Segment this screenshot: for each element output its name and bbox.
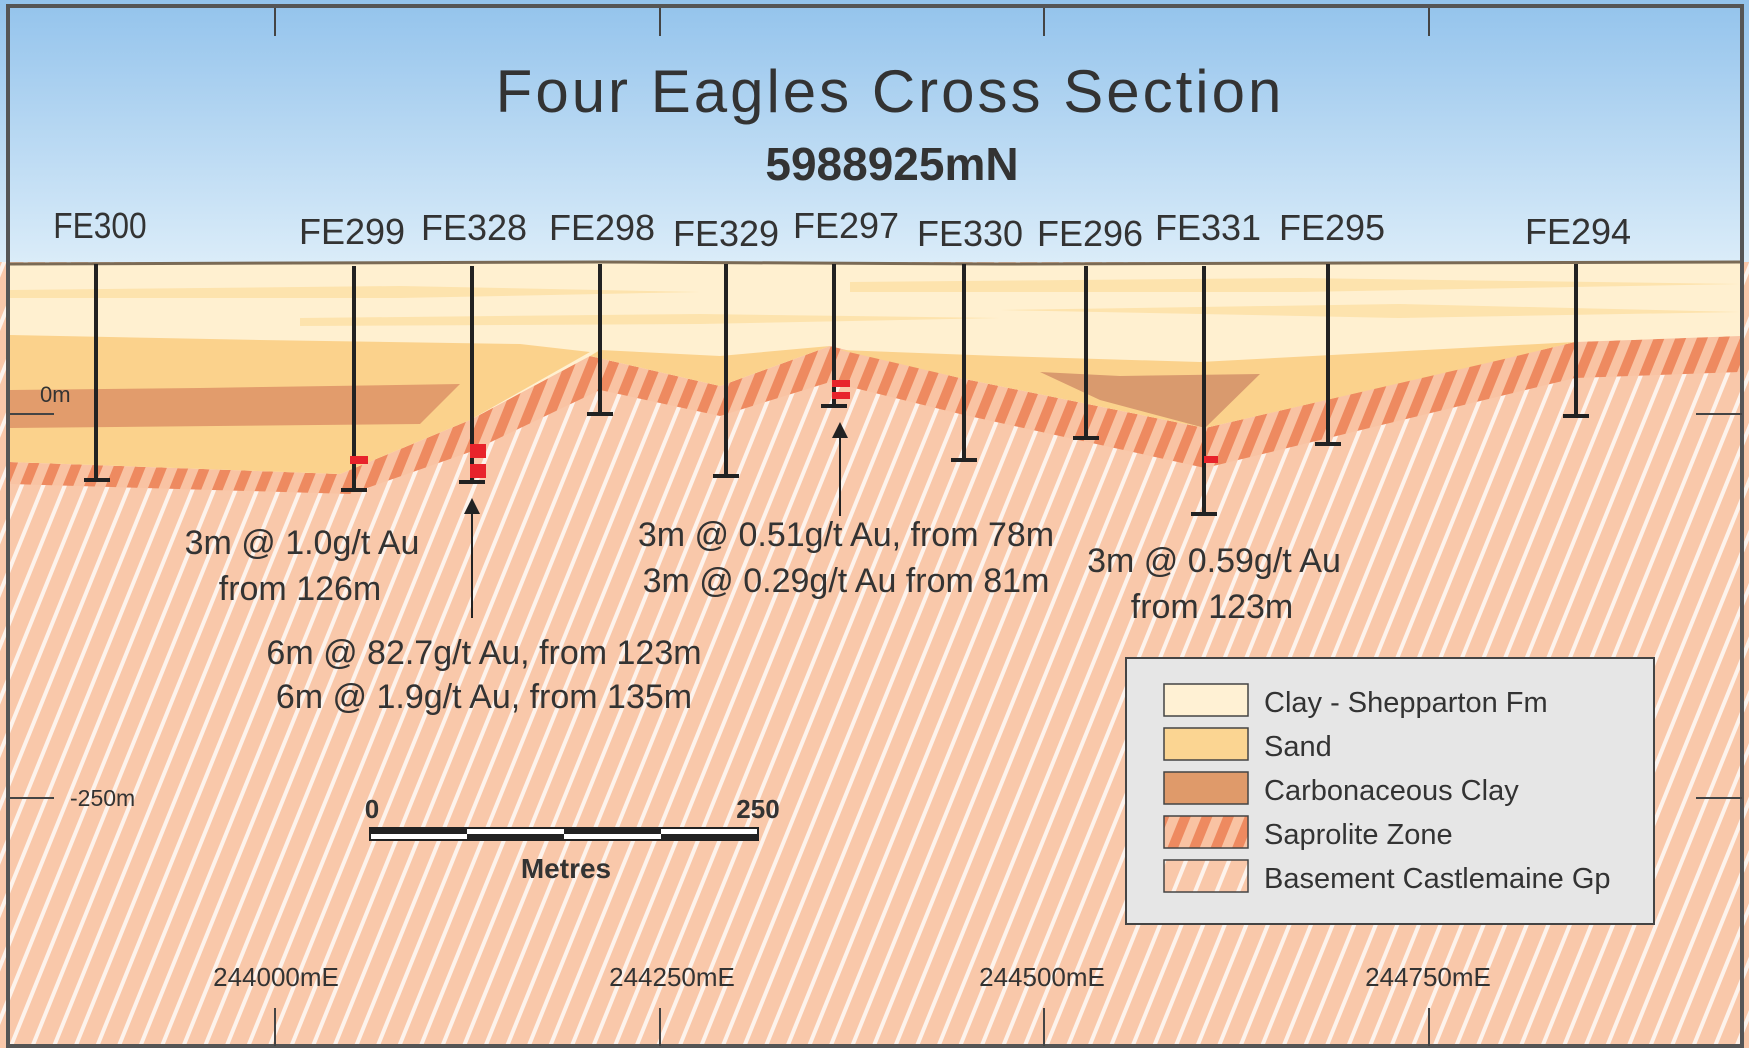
assay-annotation-fe328-line1: 6m @ 82.7g/t Au, from 123m	[266, 634, 701, 672]
diagram-subtitle: 5988925mN	[765, 138, 1018, 190]
gold-intercept-marker	[470, 464, 486, 478]
elevation-label-0m: 0m	[40, 382, 71, 407]
ground-surface	[9, 260, 1741, 266]
sand-streak	[850, 278, 1740, 292]
drill-hole-fe298: FE298	[549, 207, 655, 416]
sky-background	[0, 0, 1749, 268]
easting-label: 244750mE	[1365, 962, 1491, 992]
legend-swatch-saprolite	[1163, 815, 1249, 849]
carbonaceous-clay-layer	[10, 384, 460, 428]
assay-annotation-fe328-line2: 6m @ 1.9g/t Au, from 135m	[276, 678, 692, 716]
drill-hole-fe331: FE331	[1155, 207, 1261, 516]
easting-label: 244500mE	[979, 962, 1105, 992]
annotation-arrow	[832, 422, 848, 516]
drill-hole-fe330: FE330	[917, 213, 1023, 462]
hole-label: FE299	[299, 211, 405, 252]
legend-label-clay: Clay - Shepparton Fm	[1264, 687, 1548, 719]
drill-hole-fe300: FE300	[53, 206, 147, 482]
legend-swatch-sand	[1163, 727, 1249, 761]
assay-annotation-fe297-line1: 3m @ 0.51g/t Au, from 78m	[638, 516, 1054, 554]
scale-bar-end-label: 250	[736, 794, 779, 824]
assay-annotation-fe299-line1: 3m @ 1.0g/t Au	[185, 524, 420, 562]
elevation-label-minus-250m: -250m	[70, 785, 135, 811]
diagram-title: Four Eagles Cross Section	[496, 58, 1285, 125]
hole-label: FE297	[793, 205, 899, 246]
sand-streak	[300, 314, 1000, 326]
gold-intercept-marker	[470, 444, 486, 458]
diagram-frame	[6, 4, 1744, 1048]
easting-ticks	[10, 8, 1742, 1046]
hole-label: FE330	[917, 213, 1023, 254]
hole-label: FE331	[1155, 207, 1261, 248]
drill-hole-fe294: FE294	[1525, 211, 1631, 418]
legend-label-basement: Basement Castlemaine Gp	[1264, 863, 1611, 895]
drill-hole-fe296: FE296	[1037, 213, 1143, 440]
easting-label: 244000mE	[213, 962, 339, 992]
hole-label: FE296	[1037, 213, 1143, 254]
sand-lens	[590, 346, 880, 386]
assay-annotation-fe299-line2: from 126m	[219, 570, 382, 608]
drill-hole-fe329: FE329	[673, 213, 779, 478]
sand-streak	[1000, 304, 1740, 318]
legend-label-sand: Sand	[1264, 731, 1332, 763]
hole-label: FE300	[53, 206, 146, 246]
gold-intercept-marker	[1204, 456, 1218, 463]
legend-swatch-clay	[1163, 683, 1249, 717]
legend-swatch-basement	[1163, 859, 1249, 893]
legend: Clay - Shepparton Fm Sand Carbonaceous C…	[1125, 657, 1655, 925]
gold-intercept-marker	[832, 380, 850, 387]
scale-bar-unit-label: Metres	[521, 853, 611, 884]
drill-hole-fe297: FE297	[793, 205, 899, 408]
easting-label: 244250mE	[609, 962, 735, 992]
gold-intercept-marker	[350, 456, 368, 464]
assay-annotation-fe297-line2: 3m @ 0.29g/t Au from 81m	[643, 562, 1050, 600]
annotation-arrow	[464, 498, 480, 618]
legend-label-carbonaceous-clay: Carbonaceous Clay	[1264, 775, 1519, 807]
hole-label: FE298	[549, 207, 655, 248]
legend-label-saprolite: Saprolite Zone	[1264, 819, 1453, 851]
legend-swatch-carbonaceous-clay	[1163, 771, 1249, 805]
gold-intercept-marker	[832, 392, 850, 399]
scale-bar-start-label: 0	[365, 794, 379, 824]
hole-label: FE329	[673, 213, 779, 254]
drill-hole-fe328: FE328	[421, 207, 527, 484]
hole-label: FE295	[1279, 207, 1385, 248]
scale-bar: 0 250 Metres	[365, 794, 780, 884]
assay-annotation-fe331-line1: 3m @ 0.59g/t Au	[1087, 542, 1341, 580]
hole-label: FE294	[1525, 211, 1631, 252]
hole-label: FE328	[421, 207, 527, 248]
drill-hole-fe295: FE295	[1279, 207, 1385, 446]
drill-hole-fe299: FE299	[299, 211, 405, 492]
saprolite-zone-layer	[10, 336, 1740, 494]
assay-annotation-fe331-line2: from 123m	[1131, 588, 1294, 626]
